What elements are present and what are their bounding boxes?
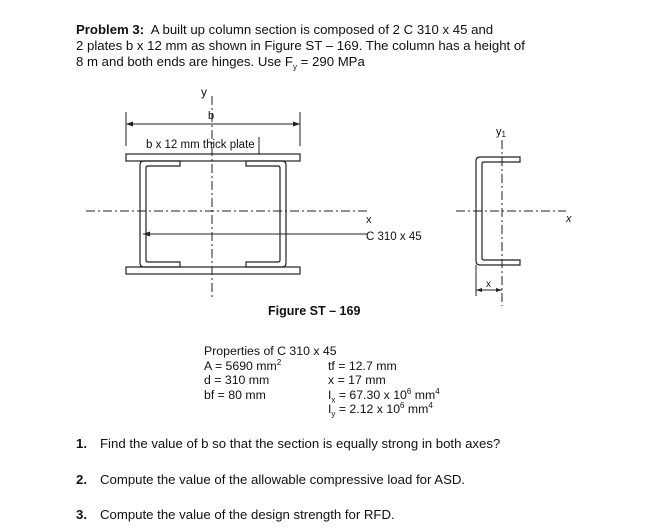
problem-line-3-end: = 290 MPa (297, 54, 365, 69)
channel-label: C 310 x 45 (366, 231, 422, 243)
b-label: b (208, 110, 214, 122)
prop-flange-width: bf = 80 mm (204, 387, 266, 402)
top-plate (125, 153, 301, 162)
prop-depth: d = 310 mm (204, 373, 270, 387)
properties-heading: Properties of C 310 x 45 (204, 344, 337, 358)
single-channel-detail (456, 140, 566, 306)
problem-line-3: 8 m and both ends are hinges. Use F (76, 54, 293, 69)
channel-shape (475, 156, 521, 266)
fy-subscript: y (293, 62, 297, 72)
right-channel (245, 160, 287, 268)
prop-flange-thickness: tf = 12.7 mm (328, 358, 397, 373)
figure-caption: Figure ST – 169 (268, 304, 361, 318)
prop-area: A = 5690 mm2 (204, 357, 282, 373)
y1-axis-label: y1 (496, 126, 507, 139)
problem-line-1: A built up column section is composed of… (150, 22, 494, 37)
prop-iy: Iy = 2.12 x 106 mm4 (328, 400, 433, 419)
prop-ix: Ix = 67.30 x 106 mm4 (328, 386, 440, 404)
built-up-section (86, 96, 368, 298)
question-item: 3.Compute the value of the design streng… (76, 507, 395, 522)
question-item: 1.Find the value of b so that the sectio… (76, 436, 501, 451)
prop-xbar: x = 17 mm (328, 373, 386, 387)
x-right-label: x (565, 213, 572, 225)
problem-label: Problem 3: (76, 22, 145, 37)
problem-line-2: 2 plates b x 12 mm as shown in Figure ST… (76, 38, 525, 53)
x-axis-label: x (366, 214, 372, 226)
left-channel (139, 160, 181, 268)
xbar-label: x (486, 279, 491, 290)
y-axis-label: y (201, 85, 207, 99)
problem-statement: Problem 3: A built up column section is … (76, 22, 586, 72)
bottom-plate (125, 266, 301, 275)
question-item: 2.Compute the value of the allowable com… (76, 472, 466, 487)
plate-label: b x 12 mm thick plate (146, 139, 255, 151)
